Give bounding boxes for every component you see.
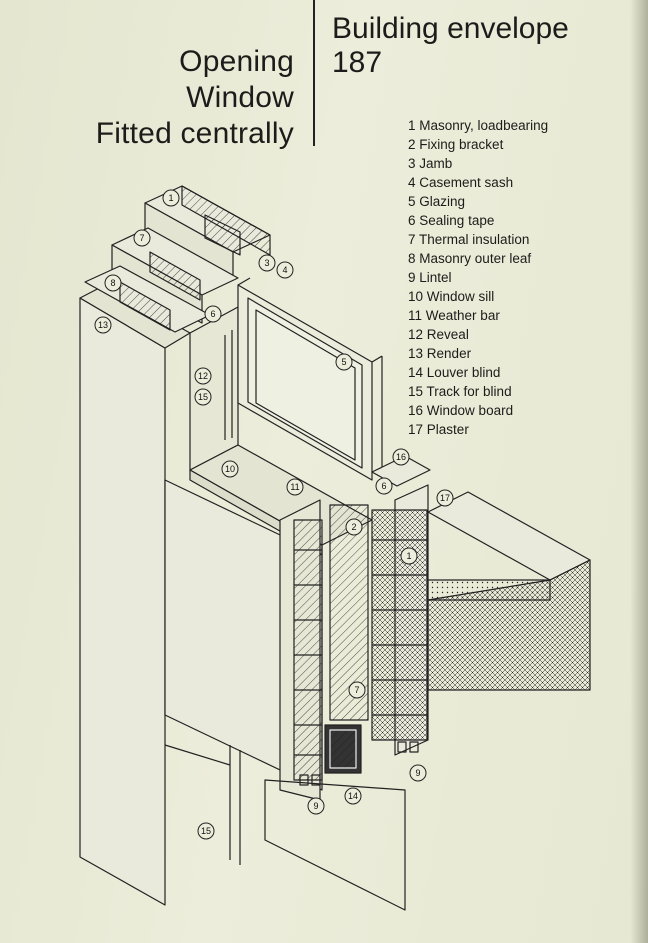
callout-1-top: 1 <box>162 189 180 207</box>
louver-blind-box <box>324 724 362 774</box>
legend-item: 17 Plaster <box>408 422 469 437</box>
legend-item: 6 Sealing tape <box>408 213 495 228</box>
reveal <box>189 306 239 471</box>
svg-text:8: 8 <box>110 278 115 288</box>
legend-item: 10 Window sill <box>408 289 495 304</box>
callout-15-lower: 15 <box>197 822 215 840</box>
legend-item: 13 Render <box>408 346 472 361</box>
callout-17: 17 <box>436 489 454 507</box>
callout-label: 1 <box>168 193 173 203</box>
callout-16: 16 <box>392 448 410 466</box>
svg-text:12: 12 <box>198 371 208 381</box>
svg-text:6: 6 <box>381 481 386 491</box>
callout-6-mid: 6 <box>375 477 393 495</box>
legend-item: 14 Louver blind <box>408 365 501 380</box>
legend-item: 7 Thermal insulation <box>408 232 530 247</box>
callout-11: 11 <box>286 478 304 496</box>
callout-9-right: 9 <box>409 764 427 782</box>
svg-text:9: 9 <box>415 768 420 778</box>
outer-leaf-bricks <box>293 519 323 781</box>
callout-5: 5 <box>335 353 353 371</box>
legend-item: 3 Jamb <box>408 156 453 171</box>
callout-7-top: 7 <box>133 229 151 247</box>
callout-2: 2 <box>345 518 363 536</box>
legend-item: 4 Casement sash <box>408 175 514 190</box>
svg-text:1: 1 <box>406 551 411 561</box>
callout-6-top: 6 <box>204 305 222 323</box>
svg-text:17: 17 <box>440 493 450 503</box>
svg-text:6: 6 <box>210 309 215 319</box>
page-title: Opening Window Fitted centrally <box>96 44 294 152</box>
legend-item: 15 Track for blind <box>408 384 512 399</box>
svg-text:7: 7 <box>139 233 144 243</box>
callout-10: 10 <box>221 460 239 478</box>
callout-9-left: 9 <box>307 797 325 815</box>
title-line-3: Fitted centrally <box>95 117 294 150</box>
legend-item: 2 Fixing bracket <box>408 137 504 152</box>
svg-text:16: 16 <box>396 452 406 462</box>
legend-item: 8 Masonry outer leaf <box>408 251 532 266</box>
floor-slab <box>427 491 591 691</box>
svg-text:7: 7 <box>354 685 359 695</box>
page-edge-shadow <box>630 0 648 943</box>
inner-masonry-lower <box>371 484 429 756</box>
title-line-1: Opening <box>179 45 294 78</box>
render-wall <box>79 284 191 906</box>
callout-14: 14 <box>344 787 362 805</box>
svg-text:15: 15 <box>198 392 208 402</box>
callout-12: 12 <box>194 367 212 385</box>
svg-text:15: 15 <box>201 826 211 836</box>
legend-item: 1 Masonry, loadbearing <box>408 118 549 133</box>
callout-3: 3 <box>258 254 276 272</box>
svg-text:10: 10 <box>225 464 235 474</box>
lintel-units <box>299 741 419 786</box>
svg-text:14: 14 <box>348 791 358 801</box>
svg-text:5: 5 <box>341 357 346 367</box>
svg-text:9: 9 <box>313 801 318 811</box>
lower-opening-frame <box>164 744 406 911</box>
svg-text:3: 3 <box>264 258 269 268</box>
callout-8: 8 <box>104 274 122 292</box>
svg-text:13: 13 <box>98 320 108 330</box>
section-heading: Building envelope 187 <box>332 12 569 80</box>
page-number: 187 <box>332 46 383 79</box>
legend-item: 9 Lintel <box>408 270 452 285</box>
legend-item: 5 Glazing <box>408 194 466 209</box>
legend-item: 12 Reveal <box>408 327 469 342</box>
legend-item: 11 Weather bar <box>408 308 500 323</box>
callout-13: 13 <box>94 316 112 334</box>
callout-1-mid: 1 <box>400 547 418 565</box>
title-divider <box>313 0 315 146</box>
legend-item: 16 Window board <box>408 403 514 418</box>
callout-15-upper: 15 <box>194 388 212 406</box>
svg-text:11: 11 <box>290 482 299 492</box>
svg-text:4: 4 <box>282 265 287 275</box>
legend-list: 1 Masonry, loadbearing 2 Fixing bracket … <box>408 116 548 439</box>
callout-4: 4 <box>276 261 294 279</box>
diagram-callouts: 1 7 3 4 8 13 6 5 12 15 10 11 16 6 17 2 1… <box>94 189 454 840</box>
title-line-2: Window <box>186 81 294 114</box>
section-name: Building envelope <box>332 12 569 45</box>
svg-text:2: 2 <box>351 522 356 532</box>
callout-7-mid: 7 <box>348 681 366 699</box>
window-frame <box>237 277 383 481</box>
